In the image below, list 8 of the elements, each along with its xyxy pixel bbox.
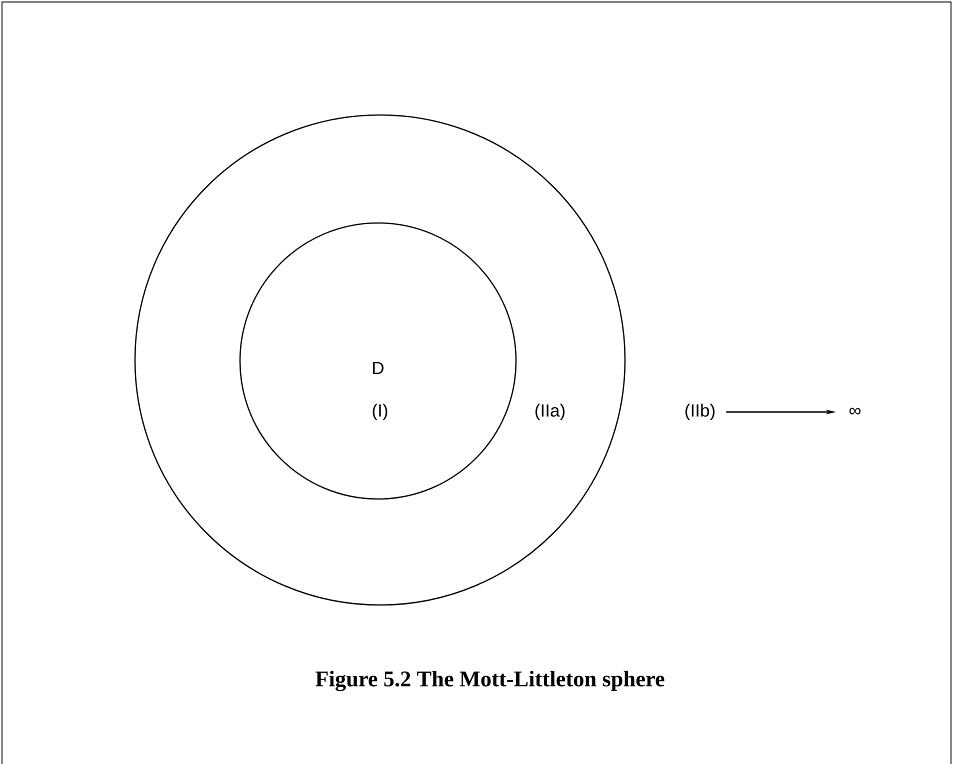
region-label: (IIb) xyxy=(685,404,715,420)
region-label: (IIa) xyxy=(535,404,565,420)
region-label: D xyxy=(373,362,384,374)
circle xyxy=(239,222,517,500)
region-label: ∞ xyxy=(850,408,861,414)
circle xyxy=(134,114,626,606)
figure-caption: Figure 5.2 The Mott-Littleton sphere xyxy=(316,670,664,692)
region-label: (I) xyxy=(372,404,388,420)
